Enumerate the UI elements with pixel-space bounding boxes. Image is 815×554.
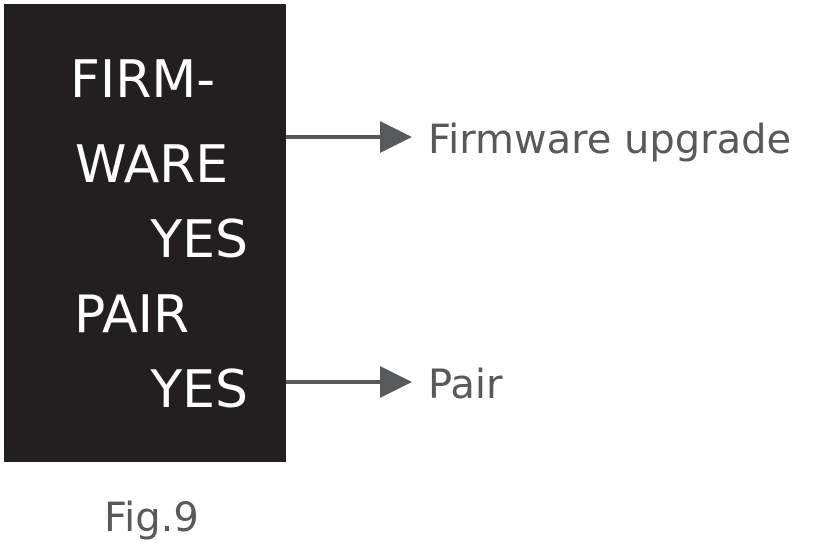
display-line-firmware-2: WARE <box>75 135 229 195</box>
device-display: FIRM- WARE YES PAIR YES <box>4 4 286 462</box>
firmware-upgrade-label: Firmware upgrade <box>428 117 792 163</box>
pair-arrow-icon <box>286 366 412 398</box>
firmware-arrow-icon <box>286 121 412 153</box>
display-line-firmware-1: FIRM- <box>70 50 216 110</box>
display-line-firmware-yes: YES <box>150 210 248 270</box>
figure-caption: Fig.9 <box>104 495 199 541</box>
display-line-pair-yes: YES <box>150 360 248 420</box>
pair-label: Pair <box>428 362 503 408</box>
display-line-pair: PAIR <box>74 285 190 345</box>
